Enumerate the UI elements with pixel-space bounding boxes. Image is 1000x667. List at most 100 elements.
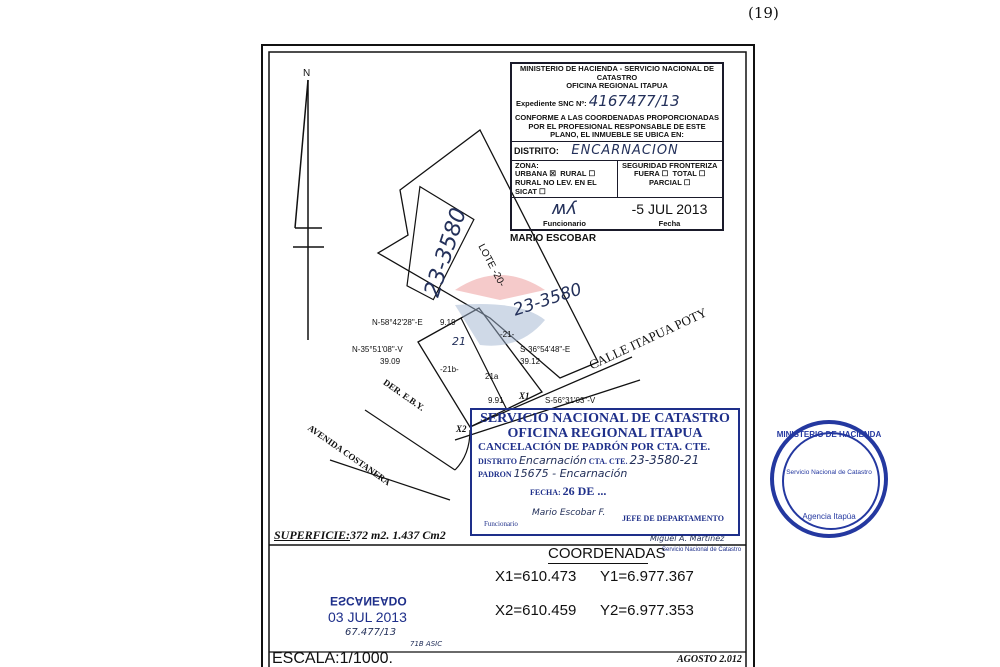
- rural-nolev-label: RURAL NO LEV. EN EL SICAT: [515, 178, 597, 196]
- seguridad-section: SEGURIDAD FRONTERIZA FUERA ☐ TOTAL ☐ PAR…: [618, 161, 723, 198]
- label-21a: 21a: [485, 372, 499, 381]
- signature-icon: ʍʎ: [551, 198, 578, 220]
- seal-inner-ring: [782, 432, 880, 530]
- cancel-fecha-label: FECHA:: [530, 488, 561, 498]
- date-footer: AGOSTO 2.012: [677, 654, 742, 665]
- signer-2: Miguel A. Martínez: [650, 534, 725, 543]
- zona-label: ZONA:: [515, 160, 539, 170]
- cancel-distrito-label: DISTRITO: [478, 457, 517, 467]
- signer-1-title: Funcionario: [484, 520, 518, 528]
- rural-label: RURAL: [560, 169, 587, 179]
- coord-y1: Y1=6.977.367: [600, 568, 694, 585]
- page-number: (19): [748, 4, 779, 22]
- scan-stamp-date: 03 JUL 2013: [328, 609, 407, 625]
- official-round-seal: MINISTERIO DE HACIENDA Servicio Nacional…: [770, 420, 888, 538]
- cancel-fecha-row: FECHA: 26 DE ...: [472, 484, 738, 499]
- padron-value: 15675 - Encarnación: [513, 467, 628, 481]
- scan-stamp-initials: 71B ASIC: [410, 640, 443, 648]
- official-name: MARIO ESCOBAR: [510, 232, 597, 244]
- inner-frame: [268, 51, 747, 667]
- conformity-text: CONFORME A LAS COORDENADAS PROPORCIONADA…: [512, 113, 722, 142]
- parcel-divider: [460, 317, 508, 411]
- funcionario-section: ʍʎ Funcionario: [512, 198, 617, 229]
- total-checkbox: ☐: [698, 169, 706, 179]
- fuera-label: FUERA: [633, 169, 660, 179]
- stamp-office: OFICINA REGIONAL ITAPUA: [566, 81, 668, 91]
- cta-label: CTA. CTE.: [588, 457, 628, 467]
- scan-stamp-label: ESCANEADO: [330, 594, 407, 608]
- catastro-approval-stamp: MINISTERIO DE HACIENDA - SERVICIO NACION…: [510, 62, 724, 231]
- signer-1: Mario Escobar F.: [532, 508, 606, 518]
- funcionario-label: Funcionario: [543, 219, 586, 229]
- urbana-checkbox: ☒: [549, 169, 557, 179]
- watermark-logo: [455, 304, 545, 346]
- seal-inner-text: Servicio Nacional de Catastro: [786, 469, 872, 476]
- parcel-21-outline: [417, 307, 543, 428]
- coord-x1: X1=610.473: [495, 568, 577, 585]
- coordinates-underline: [548, 563, 648, 564]
- outer-frame: [261, 44, 755, 667]
- signer-2-org: Servicio Nacional de Catastro: [662, 547, 742, 553]
- cancel-distrito-row: DISTRITO Encarnación CTA. CTE. 23-3580-2…: [472, 453, 738, 467]
- lote-20-outline: [376, 129, 599, 379]
- expediente-line: Expediente SNC Nº: 4167477/13: [512, 92, 722, 113]
- rural-nolev-checkbox: ☐: [539, 186, 546, 196]
- cta-value: 23-3580-21: [629, 453, 700, 468]
- coord-y2: Y2=6.977.353: [600, 602, 694, 619]
- fecha-value: -5 JUL 2013: [631, 201, 708, 218]
- seal-outer-text: MINISTERIO DE HACIENDA: [776, 430, 882, 439]
- parcial-label: PARCIAL: [649, 178, 682, 187]
- coord-x2: X2=610.459: [495, 602, 577, 619]
- cancel-line2: OFICINA REGIONAL ITAPUA: [507, 425, 703, 441]
- cancel-line1: SERVICIO NACIONAL DE CATASTRO: [480, 411, 730, 426]
- parcel-hand: 21: [452, 335, 466, 348]
- scan-stamp-ref: 67.477/13: [345, 627, 397, 638]
- superficie-value: 372 m2. 1.437 Cm2: [350, 528, 446, 542]
- distrito-row: DISTRITO: ENCARNACION: [512, 142, 722, 161]
- padron-row: PADRON 15675 - Encarnación: [472, 467, 738, 480]
- dist-right: 39.12: [520, 357, 541, 366]
- zona-section: ZONA: URBANA ☒ RURAL ☐ RURAL NO LEV. EN …: [512, 160, 618, 198]
- fecha-section: -5 JUL 2013 Fecha: [617, 198, 722, 229]
- jefe-label: JEFE DE DEPARTAMENTO: [622, 514, 724, 523]
- street-line: [454, 379, 641, 441]
- dist-left: 39.09: [380, 357, 401, 366]
- north-label: N: [303, 68, 311, 79]
- street-line: [469, 356, 633, 428]
- parcel-21-label: -21-: [500, 330, 515, 339]
- street-line: [364, 409, 456, 471]
- fuera-checkbox: ☐: [661, 169, 669, 179]
- total-label: TOTAL: [672, 169, 697, 179]
- expediente-value: 4167477/13: [588, 91, 680, 110]
- fecha-label: Fecha: [658, 219, 681, 229]
- dist-bottom: 9.91: [488, 396, 504, 405]
- signature-row: ʍʎ Funcionario -5 JUL 2013 Fecha: [512, 198, 722, 229]
- seguridad-label: SEGURIDAD FRONTERIZA: [622, 160, 718, 170]
- dist-top: 9.19: [440, 318, 456, 327]
- urbana-label: URBANA: [515, 169, 548, 179]
- bearing-left: N-35°51'08"-V: [352, 345, 403, 354]
- rural-checkbox: ☐: [588, 169, 596, 179]
- x1-marker: X1: [519, 391, 530, 401]
- superficie-row: SUPERFICIE:372 m2. 1.437 Cm2: [274, 528, 446, 543]
- watermark-logo: [455, 275, 545, 300]
- seal-bottom-text: Agencia Itapúa: [802, 512, 856, 521]
- coordinates-title: COORDENADAS: [548, 545, 666, 562]
- cancel-fecha-value: 26 DE ...: [562, 484, 607, 499]
- distrito-label: DISTRITO:: [514, 145, 559, 156]
- escala-label: ESCALA:1/1000.: [272, 650, 393, 667]
- catastro-stamp-wrapper: MINISTERIO DE HACIENDA - SERVICIO NACION…: [510, 62, 724, 244]
- distrito-value: ENCARNACION: [571, 142, 679, 158]
- bearing-top: N-58°42'28"-E: [372, 318, 423, 327]
- parcial-checkbox: ☐: [683, 178, 691, 187]
- padron-label: PADRON: [478, 470, 512, 480]
- handwritten-box: [406, 185, 475, 301]
- cancel-distrito-value: Encarnación: [518, 454, 587, 468]
- bearing-bottom: S-56°31'03"-V: [545, 396, 596, 405]
- bearing-right: S-36°54'48"-E: [520, 345, 571, 354]
- label-21b: -21b-: [440, 365, 459, 374]
- stamp-header: MINISTERIO DE HACIENDA - SERVICIO NACION…: [512, 64, 722, 92]
- x2-marker: X2: [456, 424, 467, 434]
- north-arrow-icon: [293, 79, 324, 340]
